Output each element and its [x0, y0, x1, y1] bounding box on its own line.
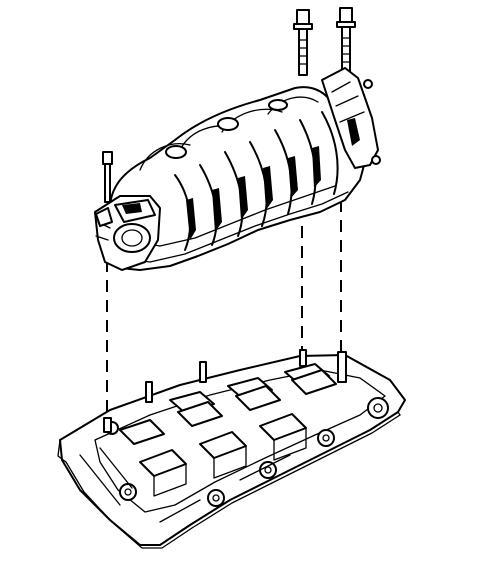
mounting-stud-left — [102, 151, 113, 203]
intake-ports-lower — [139, 413, 307, 477]
lower-intake-manifold — [57, 349, 406, 549]
upper-intake-manifold — [109, 67, 381, 271]
throttle-body — [94, 195, 161, 271]
mounting-bolt-left — [293, 9, 313, 76]
mounting-bolt-right — [336, 7, 356, 72]
intake-ports-front — [119, 369, 337, 445]
lower-studs — [103, 349, 347, 433]
